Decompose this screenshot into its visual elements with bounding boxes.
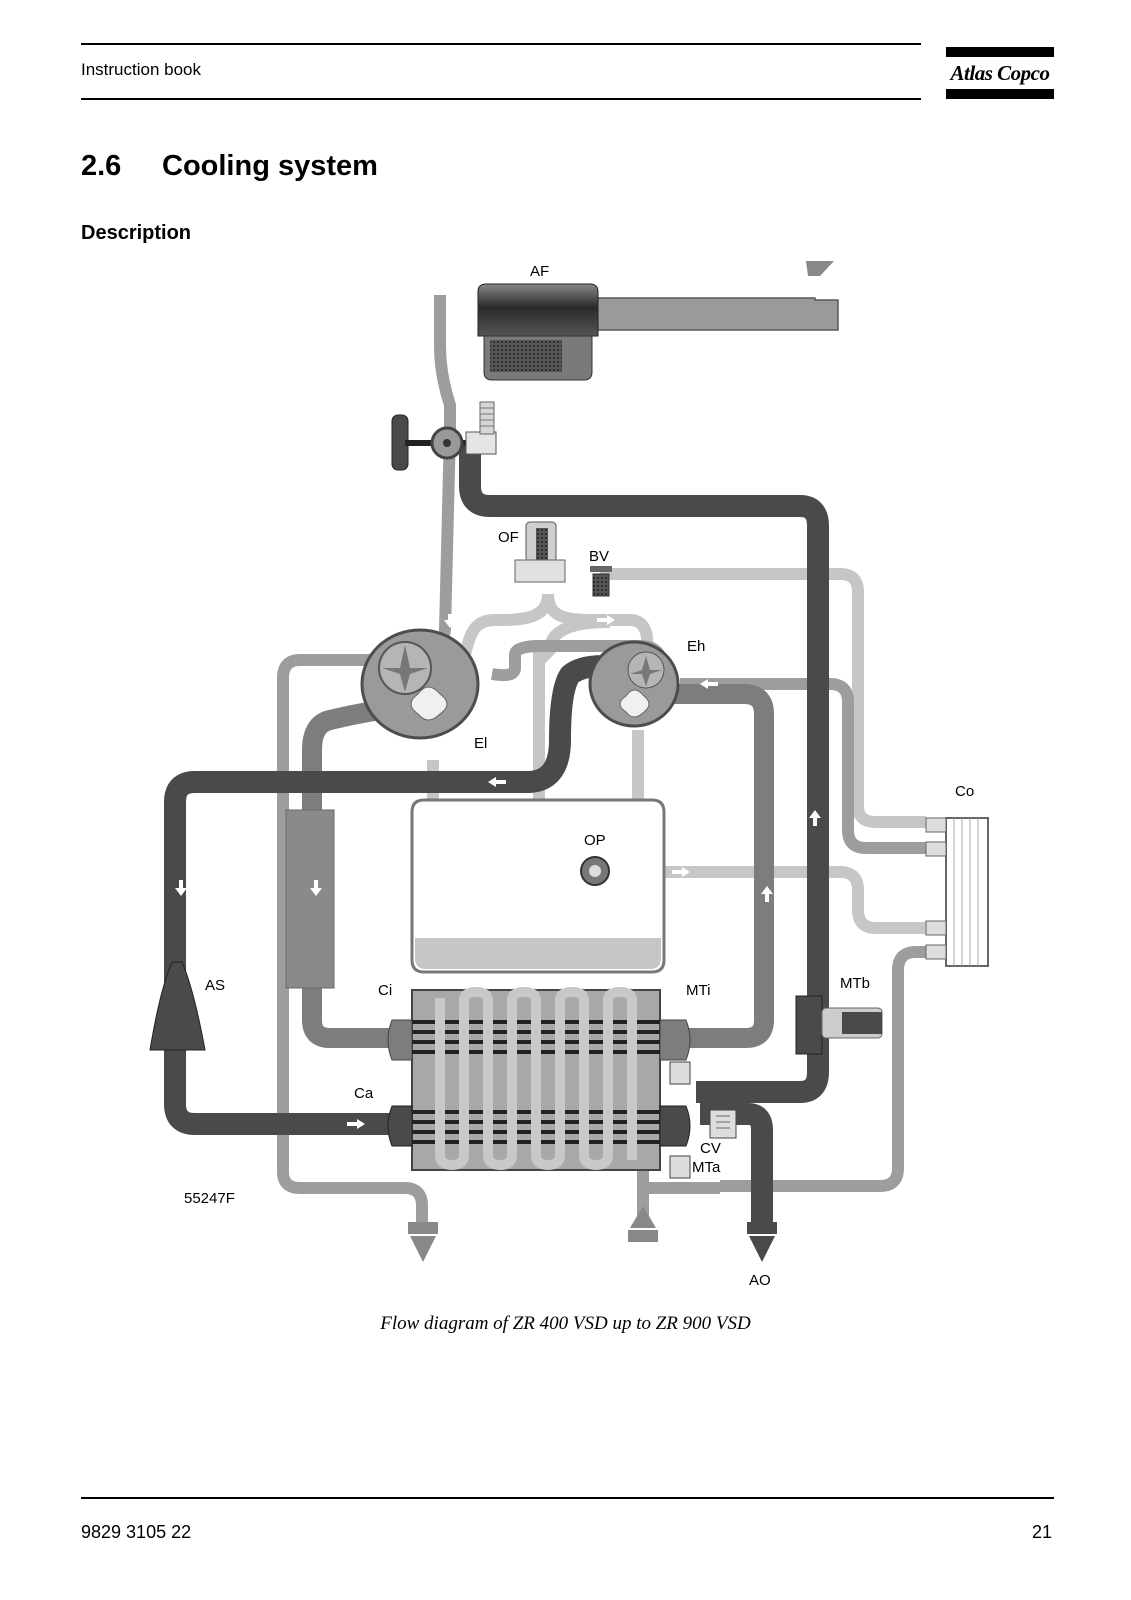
label-figure-id: 55247F	[184, 1190, 235, 1207]
label-eh: Eh	[687, 638, 705, 655]
header-title: Instruction book	[81, 60, 202, 79]
subheading: Description	[81, 222, 192, 244]
label-ca: Ca	[354, 1085, 374, 1102]
label-ci: Ci	[378, 982, 392, 999]
air-filter	[477, 283, 599, 381]
header-top-rule	[81, 43, 921, 45]
label-ao: AO	[749, 1272, 771, 1289]
air-separator-icon	[149, 961, 206, 1051]
label-of: OF	[498, 529, 519, 546]
air-intake-duct	[595, 261, 839, 331]
high-pressure-element	[588, 640, 680, 728]
inlet-valve	[391, 401, 497, 471]
bypass-valve	[590, 566, 612, 597]
section-title: Cooling system	[162, 150, 378, 182]
oil-cooler	[925, 817, 989, 967]
air-in-arrow	[806, 261, 834, 276]
footer-doc-number: 9829 3105 22	[81, 1522, 192, 1542]
oil-filter	[514, 521, 566, 583]
label-op: OP	[584, 832, 606, 849]
diagram-labels: AF OF BV Eh El Co OP AS Ci MTi MTb Ca CV…	[184, 263, 974, 1289]
label-mtb: MTb	[840, 975, 870, 992]
label-cv: CV	[700, 1140, 721, 1157]
flow-arrows	[175, 614, 821, 1129]
air-lines	[164, 440, 829, 1222]
label-bv: BV	[589, 548, 609, 565]
label-af: AF	[530, 263, 549, 280]
section-number: 2.6	[81, 150, 122, 182]
cooling-flow-diagram: AF OF BV Eh El Co OP AS Ci MTi MTb Ca CV…	[149, 261, 989, 1289]
brand-wordmark: Atlas Copco	[950, 61, 1050, 85]
label-el: El	[474, 735, 487, 752]
water-jacket	[285, 809, 335, 989]
footer-page-number: 21	[1031, 1522, 1052, 1542]
oil-sump	[410, 798, 666, 974]
low-pressure-element	[360, 628, 480, 740]
label-as: AS	[205, 977, 225, 994]
outlet-arrows	[408, 1206, 777, 1262]
valves	[669, 995, 883, 1179]
intercooler-aftercooler	[387, 986, 691, 1171]
figure-caption: Flow diagram of ZR 400 VSD up to ZR 900 …	[380, 1313, 751, 1334]
label-mti: MTi	[686, 982, 710, 999]
footer-rule	[81, 1497, 1054, 1499]
brand-logo: Atlas Copco	[946, 47, 1054, 100]
section-heading: 2.6 Cooling system	[81, 150, 378, 183]
label-co: Co	[955, 783, 974, 800]
label-mta: MTa	[692, 1159, 721, 1176]
header-bottom-rule	[81, 98, 921, 100]
